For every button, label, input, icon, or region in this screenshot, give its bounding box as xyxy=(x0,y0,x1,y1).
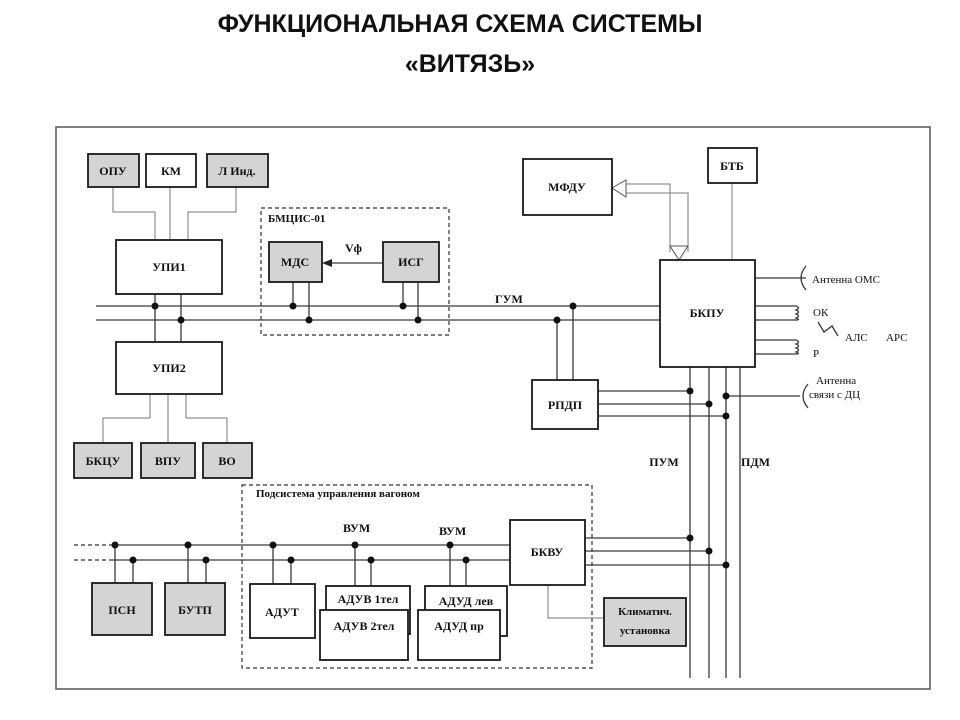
bus-gum-label: ГУМ xyxy=(495,292,523,306)
block-aduv2: АДУВ 2тел xyxy=(319,609,409,661)
block-mds: МДС xyxy=(268,241,323,283)
link-lind-upi1 xyxy=(187,187,237,240)
block-mfdu: МФДУ xyxy=(522,158,613,216)
link-bkpu-mfdu-a xyxy=(625,183,671,252)
block-upi2: УПИ2 xyxy=(115,341,223,395)
antenna-dc-icon xyxy=(802,383,809,409)
block-upi1-label: УПИ1 xyxy=(152,260,185,274)
block-mds-label: МДС xyxy=(281,255,309,269)
bmcis-group-label: БМЦИС-01 xyxy=(268,213,325,225)
block-psn-label: ПСН xyxy=(108,603,136,617)
block-km-label: КМ xyxy=(161,164,181,178)
signal-ok-label: ОК xyxy=(813,307,829,319)
link-opu-upi1 xyxy=(112,187,156,240)
block-l-ind: Л Инд. xyxy=(206,153,269,188)
link-upi2-vo xyxy=(185,394,228,443)
block-adud-pr: АДУД пр xyxy=(417,609,501,661)
block-aduv2-label: АДУВ 2тел xyxy=(334,619,395,633)
signal-vf-label: Vф xyxy=(345,241,362,255)
block-butp-label: БУТП xyxy=(178,603,212,617)
block-adut-label: АДУТ xyxy=(265,605,299,619)
bus-pdm-label: ПДМ xyxy=(741,455,770,469)
block-isg: ИСГ xyxy=(382,241,440,283)
link-bkvu-klimat xyxy=(547,585,604,619)
block-klimat-label-1: Климатич. xyxy=(618,606,672,618)
junction-dots xyxy=(111,302,730,569)
block-km: КМ xyxy=(145,153,197,188)
antenna-oms-icon xyxy=(800,265,807,291)
signal-als-label: АЛС xyxy=(845,332,868,344)
coil-ok-icon xyxy=(794,305,800,321)
wagon-subsystem-frame xyxy=(241,484,593,669)
block-vo: ВО xyxy=(202,442,253,479)
arrow-isg-mds xyxy=(322,259,332,267)
block-btb: БТБ xyxy=(707,147,758,184)
block-bkcu: БКЦУ xyxy=(73,442,133,479)
block-isg-label: ИСГ xyxy=(398,255,424,269)
block-rpdp-label: РПДП xyxy=(548,398,583,412)
diagram-frame xyxy=(55,126,931,690)
block-butp: БУТП xyxy=(164,582,226,636)
block-mfdu-label: МФДУ xyxy=(548,180,586,194)
page-title-line1: ФУНКЦИОНАЛЬНАЯ СХЕМА СИСТЕМЫ xyxy=(217,10,703,38)
als-break-icon xyxy=(817,321,839,337)
block-psn: ПСН xyxy=(91,582,153,636)
block-vpu-label: ВПУ xyxy=(155,454,181,468)
antenna-dc-label-2: связи с ДЦ xyxy=(809,389,860,401)
antenna-oms-label: Антенна ОМС xyxy=(812,274,880,286)
block-klimat: Климатич. установка xyxy=(603,597,687,647)
bus-pum-label: ПУМ xyxy=(649,455,678,469)
block-btb-label: БТБ xyxy=(720,159,744,173)
block-rpdp: РПДП xyxy=(531,379,599,430)
block-bkvu-label: БКВУ xyxy=(531,545,564,559)
block-aduv1-label: АДУВ 1тел xyxy=(338,592,399,606)
signal-ars-label: АРС xyxy=(886,332,908,344)
arrow-to-mfdu xyxy=(611,179,627,198)
arrow-to-bkpu xyxy=(669,245,689,261)
block-vpu: ВПУ xyxy=(140,442,196,479)
page-title-line2: «ВИТЯЗЬ» xyxy=(404,50,536,78)
antenna-dc-label-1: Антенна xyxy=(816,375,856,387)
block-l-ind-label: Л Инд. xyxy=(218,164,255,178)
block-vo-label: ВО xyxy=(218,454,235,468)
link-upi2-bkcu xyxy=(102,394,151,443)
block-bkvu: БКВУ xyxy=(509,519,586,586)
bus-vum2-label: ВУМ xyxy=(439,524,466,538)
block-bkpu-label: БКПУ xyxy=(690,306,725,320)
block-adud-lev-label: АДУД лев xyxy=(439,594,494,608)
link-bkpu-mfdu-b xyxy=(625,192,689,252)
block-upi2-label: УПИ2 xyxy=(152,361,185,375)
block-upi1: УПИ1 xyxy=(115,239,223,295)
bus-vum1-label: ВУМ xyxy=(343,521,370,535)
block-opu-label: ОПУ xyxy=(99,164,127,178)
coil-r-icon xyxy=(794,339,800,355)
bmcis-group-frame xyxy=(260,207,450,336)
block-adut: АДУТ xyxy=(249,583,316,639)
block-adud-pr-label: АДУД пр xyxy=(434,619,484,633)
block-klimat-label-2: установка xyxy=(620,625,671,637)
signal-r-label: Р xyxy=(813,348,819,360)
wagon-subsystem-label: Подсистема управления вагоном xyxy=(256,488,420,500)
block-bkpu: БКПУ xyxy=(659,259,756,368)
block-opu: ОПУ xyxy=(87,153,140,188)
block-bkcu-label: БКЦУ xyxy=(86,454,121,468)
